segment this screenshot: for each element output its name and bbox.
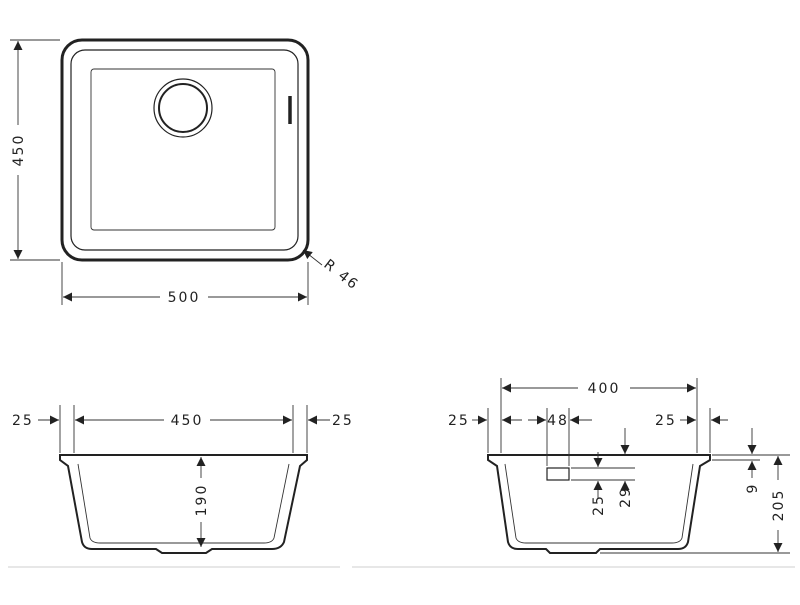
top-view: 450 500 R 46 [10, 38, 362, 306]
side-overflow-top-label: 29 [618, 486, 634, 508]
sink-outer-rim [60, 38, 310, 262]
side-view: 400 25 48 25 25 29 9 [448, 378, 790, 554]
front-inner-profile [77, 463, 290, 544]
side-width-label: 400 [588, 381, 621, 397]
side-overflow-offset-label: 48 [547, 413, 569, 429]
side-outer-profile [487, 454, 711, 554]
side-overflow-height-label: 25 [591, 494, 607, 516]
overflow-opening [546, 467, 570, 481]
front-left-rim-label: 25 [12, 413, 34, 429]
front-right-rim-label: 25 [332, 413, 354, 429]
top-width-label: 500 [168, 290, 201, 306]
front-width-label: 450 [171, 413, 204, 429]
side-rim-label: 9 [745, 483, 761, 494]
sink-rim-inner [70, 49, 299, 251]
drain-outer [153, 78, 213, 138]
side-depth-label: 205 [771, 489, 787, 522]
side-left-rim-label: 25 [448, 413, 470, 429]
drain-inner [158, 83, 208, 133]
radius-leader [302, 249, 323, 266]
front-depth-label: 190 [194, 484, 210, 517]
front-outer-profile [59, 454, 308, 554]
top-height-label: 450 [11, 134, 27, 167]
front-view: 25 450 25 190 [12, 405, 354, 554]
side-right-rim-label: 25 [655, 413, 677, 429]
radius-label: R 46 [321, 257, 362, 294]
sink-basin-outline [90, 68, 276, 231]
side-inner-profile [504, 463, 694, 544]
